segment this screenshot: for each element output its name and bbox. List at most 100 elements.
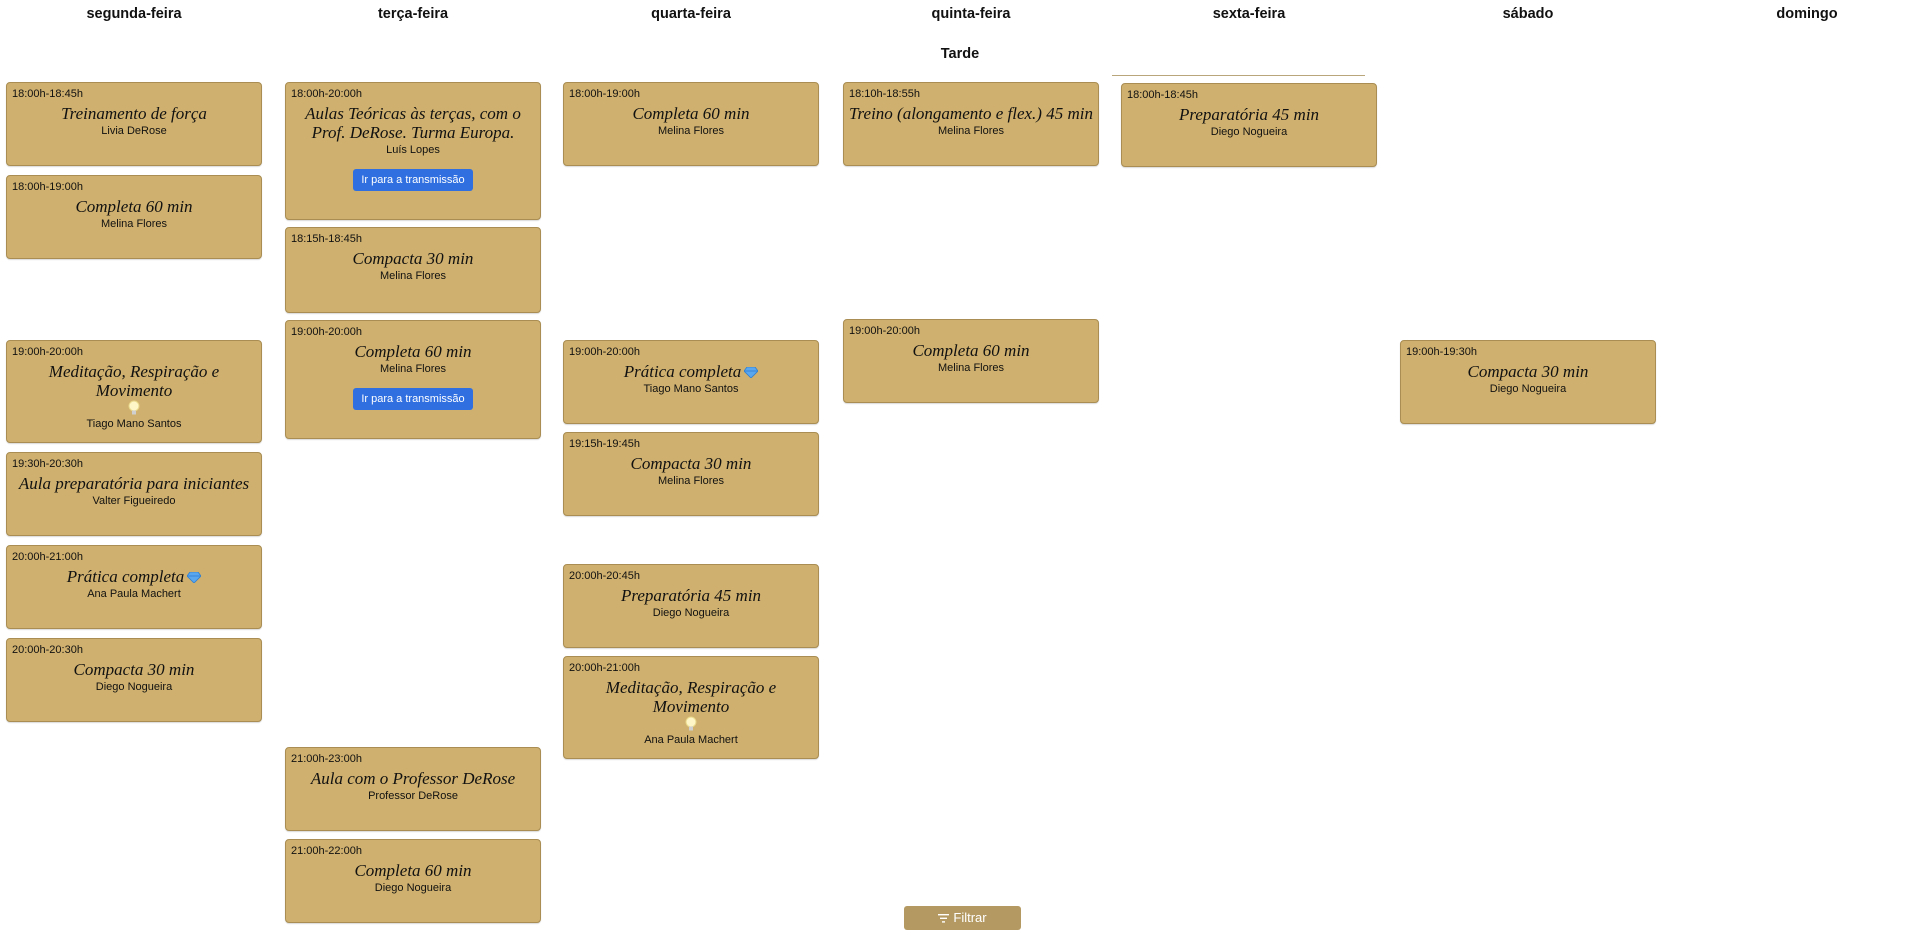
class-title: Compacta 30 min xyxy=(1467,362,1589,381)
lightbulb-icon xyxy=(128,400,140,415)
class-time: 19:00h-20:00h xyxy=(12,346,83,358)
day-header-wednesday: quarta-feira xyxy=(651,6,731,22)
class-title: Aula com o Professor DeRose xyxy=(310,769,516,788)
class-title: Completa 60 min xyxy=(632,104,750,123)
class-card[interactable]: 19:00h-20:00h Meditação, Respiração e Mo… xyxy=(6,340,262,443)
class-card[interactable]: 20:00h-21:00h Meditação, Respiração e Mo… xyxy=(563,656,819,759)
class-time: 18:00h-18:45h xyxy=(1127,89,1198,101)
class-title: Prática completa xyxy=(623,362,742,381)
class-card[interactable]: 18:00h-18:45h Preparatória 45 min Diego … xyxy=(1121,83,1377,167)
class-title: Completa 60 min xyxy=(912,341,1030,360)
class-time: 20:00h-21:00h xyxy=(569,662,640,674)
diamond-icon xyxy=(744,367,759,378)
class-title-wrap: Prática completa xyxy=(12,567,256,586)
class-title: Compacta 30 min xyxy=(73,660,195,679)
class-time: 18:10h-18:55h xyxy=(849,88,920,100)
class-teacher: Melina Flores xyxy=(379,270,447,282)
class-teacher: Melina Flores xyxy=(937,125,1005,137)
class-teacher: Valter Figueiredo xyxy=(92,495,176,507)
day-header-sunday: domingo xyxy=(1776,6,1838,22)
section-divider xyxy=(1112,75,1365,76)
class-title: Compacta 30 min xyxy=(352,249,474,268)
class-time: 19:00h-20:00h xyxy=(849,325,920,337)
class-title: Meditação, Respiração e Movimento xyxy=(605,678,777,716)
class-title: Preparatória 45 min xyxy=(620,586,762,605)
class-title: Prática completa xyxy=(66,567,185,586)
class-teacher: Melina Flores xyxy=(379,363,447,375)
class-teacher: Melina Flores xyxy=(100,218,168,230)
day-header-monday: segunda-feira xyxy=(86,6,182,22)
class-card[interactable]: 18:00h-20:00h Aulas Teóricas às terças, … xyxy=(285,82,541,220)
class-teacher: Professor DeRose xyxy=(368,790,458,802)
class-card[interactable]: 18:10h-18:55h Treino (alongamento e flex… xyxy=(843,82,1099,166)
class-time: 20:00h-20:30h xyxy=(12,644,83,656)
class-title: Treinamento de força xyxy=(61,104,207,123)
class-title: Aulas Teóricas às terças, com o Prof. De… xyxy=(305,104,521,142)
class-card[interactable]: 19:30h-20:30h Aula preparatória para ini… xyxy=(6,452,262,536)
class-title: Completa 60 min xyxy=(354,861,472,880)
class-teacher: Melina Flores xyxy=(657,125,725,137)
class-teacher: Tiago Mano Santos xyxy=(643,383,739,395)
class-time: 19:15h-19:45h xyxy=(569,438,640,450)
class-time: 19:00h-20:00h xyxy=(569,346,640,358)
class-teacher: Diego Nogueira xyxy=(1210,126,1288,138)
class-title: Treino (alongamento e flex.) 45 min xyxy=(849,104,1093,123)
class-card[interactable]: 19:00h-20:00h Prática completa Tiago Man… xyxy=(563,340,819,424)
class-teacher: Tiago Mano Santos xyxy=(86,418,182,430)
class-time: 18:00h-18:45h xyxy=(12,88,83,100)
class-teacher: Ana Paula Machert xyxy=(644,734,738,746)
stream-button[interactable]: Ir para a transmissão xyxy=(353,388,473,410)
class-card[interactable]: 20:00h-20:30h Compacta 30 min Diego Nogu… xyxy=(6,638,262,722)
class-time: 19:30h-20:30h xyxy=(12,458,83,470)
class-card[interactable]: 18:15h-18:45h Compacta 30 min Melina Flo… xyxy=(285,227,541,313)
class-card[interactable]: 18:00h-19:00h Completa 60 min Melina Flo… xyxy=(563,82,819,166)
class-title: Preparatória 45 min xyxy=(1178,105,1320,124)
filter-icon xyxy=(938,914,950,923)
filter-button[interactable]: Filtrar xyxy=(904,906,1021,930)
class-time: 18:15h-18:45h xyxy=(291,233,362,245)
day-header-thursday: quinta-feira xyxy=(931,6,1011,22)
class-title: Compacta 30 min xyxy=(630,454,752,473)
class-title: Aula preparatória para iniciantes xyxy=(18,474,250,493)
class-time: 20:00h-21:00h xyxy=(12,551,83,563)
class-time: 21:00h-23:00h xyxy=(291,753,362,765)
class-card[interactable]: 21:00h-22:00h Completa 60 min Diego Nogu… xyxy=(285,839,541,923)
class-teacher: Melina Flores xyxy=(657,475,725,487)
class-card[interactable]: 18:00h-18:45h Treinamento de força Livia… xyxy=(6,82,262,166)
class-teacher: Melina Flores xyxy=(937,362,1005,374)
class-title: Completa 60 min xyxy=(75,197,193,216)
day-header-tuesday: terça-feira xyxy=(377,6,449,22)
filter-label: Filtrar xyxy=(953,910,987,925)
diamond-icon xyxy=(187,572,202,583)
class-title: Meditação, Respiração e Movimento xyxy=(48,362,220,400)
class-time: 19:00h-20:00h xyxy=(291,326,362,338)
day-header-saturday: sábado xyxy=(1502,6,1554,22)
class-teacher: Diego Nogueira xyxy=(652,607,730,619)
class-teacher: Diego Nogueira xyxy=(374,882,452,894)
class-card[interactable]: 19:00h-20:00h Completa 60 min Melina Flo… xyxy=(843,319,1099,403)
class-card[interactable]: 19:00h-19:30h Compacta 30 min Diego Nogu… xyxy=(1400,340,1656,424)
class-title: Completa 60 min xyxy=(354,342,472,361)
class-time: 19:00h-19:30h xyxy=(1406,346,1477,358)
class-teacher: Ana Paula Machert xyxy=(87,588,181,600)
class-time: 18:00h-19:00h xyxy=(569,88,640,100)
lightbulb-icon xyxy=(685,716,697,731)
class-teacher: Diego Nogueira xyxy=(1489,383,1567,395)
class-card[interactable]: 20:00h-20:45h Preparatória 45 min Diego … xyxy=(563,564,819,648)
class-teacher: Livia DeRose xyxy=(101,125,167,137)
class-time: 20:00h-20:45h xyxy=(569,570,640,582)
class-card[interactable]: 19:15h-19:45h Compacta 30 min Melina Flo… xyxy=(563,432,819,516)
class-title-wrap: Prática completa xyxy=(569,362,813,381)
section-title: Tarde xyxy=(940,46,980,62)
class-time: 18:00h-20:00h xyxy=(291,88,362,100)
class-time: 21:00h-22:00h xyxy=(291,845,362,857)
class-card[interactable]: 18:00h-19:00h Completa 60 min Melina Flo… xyxy=(6,175,262,259)
class-time: 18:00h-19:00h xyxy=(12,181,83,193)
class-teacher: Diego Nogueira xyxy=(95,681,173,693)
class-card[interactable]: 19:00h-20:00h Completa 60 min Melina Flo… xyxy=(285,320,541,439)
class-teacher: Luís Lopes xyxy=(386,144,440,156)
class-card[interactable]: 21:00h-23:00h Aula com o Professor DeRos… xyxy=(285,747,541,831)
day-header-friday: sexta-feira xyxy=(1212,6,1286,22)
stream-button[interactable]: Ir para a transmissão xyxy=(353,169,473,191)
class-card[interactable]: 20:00h-21:00h Prática completa Ana Paula… xyxy=(6,545,262,629)
